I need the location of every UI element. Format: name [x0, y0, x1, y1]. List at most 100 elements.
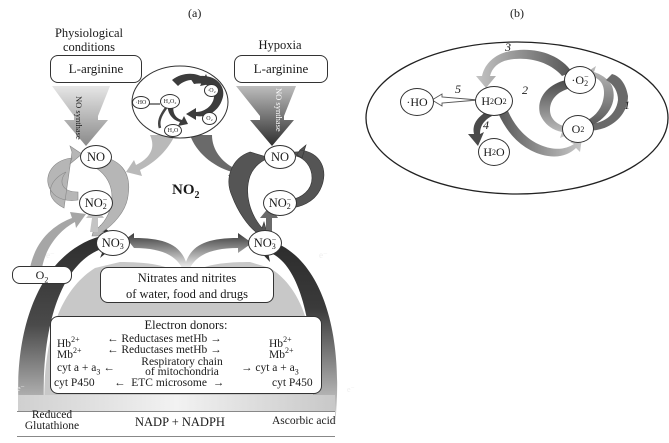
- o-radical-text: ·O: [571, 72, 585, 87]
- arrow-right: →: [210, 333, 222, 345]
- of-mitochondria: of mitochondria: [145, 366, 219, 378]
- hb-reductase: Reductases metHb: [121, 333, 208, 345]
- donor-row-hb-left: Hb2+: [57, 334, 80, 350]
- step-label-1: 1: [624, 98, 630, 112]
- right-no-node: NO: [264, 145, 296, 169]
- o-text: O: [496, 144, 505, 159]
- h2-sub: 2: [492, 147, 496, 157]
- panel-a-label: (a): [188, 6, 202, 20]
- inset-h2o-node: H₂O: [164, 124, 182, 137]
- heading-line-2: conditions: [62, 40, 116, 54]
- o-text: O: [571, 121, 581, 136]
- donor-row-mb-left: Mb2+: [57, 345, 82, 361]
- step-label-4: 4: [483, 118, 489, 132]
- no3-charge: −: [119, 235, 125, 244]
- respiratory-chain: Respiratory chain: [141, 356, 223, 368]
- o-text: O: [494, 93, 503, 108]
- no2-text: NO: [268, 195, 287, 210]
- arrow-left: ←: [114, 377, 126, 389]
- left-no3-node: NO−3: [96, 230, 130, 256]
- inset-to-right-arrow: [190, 135, 244, 176]
- inset-h2o2-node: H₂O₂: [160, 94, 180, 109]
- hb-left-charge: 2+: [71, 335, 80, 344]
- donor-row-cyt-right: → cyt a + a3: [241, 362, 299, 377]
- no3-charge: −: [271, 235, 277, 244]
- electron-donors-box: Electron donors:: [50, 316, 322, 394]
- inset-h2o2-to-h2o-arrow: [158, 107, 168, 129]
- step-label-2: 2: [522, 83, 528, 97]
- right-upper-electron-label: e⁻: [319, 250, 328, 260]
- mb-right: Mb: [269, 348, 285, 361]
- donor-row-p450-right: cyt P450: [272, 377, 313, 389]
- o2-subscript: 2: [44, 275, 49, 285]
- cyt-right-sub: 3: [294, 367, 299, 377]
- hb-left: Hb: [57, 337, 72, 350]
- no3-text: NO: [101, 235, 120, 250]
- arrow-3: [476, 49, 572, 88]
- no2-charge: −: [102, 195, 108, 204]
- o2-sub: 2: [502, 96, 507, 106]
- right-lower-electron-label: e⁻: [347, 385, 355, 394]
- right-no-synthase-arrow: [236, 86, 296, 146]
- nitrates-to-no3-arrows: [120, 233, 252, 268]
- hb-right-charge: 2+: [283, 335, 292, 344]
- heading-line-1: Physiological: [54, 26, 124, 40]
- right-no-synthase-label: NO synthase: [274, 88, 284, 132]
- h-text: H: [483, 144, 492, 159]
- inset-to-left-arrow: [126, 135, 175, 176]
- inset-o2-radical-node: ·O₂: [204, 84, 219, 97]
- inset-o2-node: O₂: [202, 112, 217, 125]
- arrow-left: ←: [107, 333, 119, 345]
- left-no-synthase-label: NO synthase: [74, 96, 84, 140]
- no3-subscript: 3: [119, 242, 124, 251]
- b-hydroxyl-radical-node: ·HO: [400, 88, 434, 116]
- panel-b-label: (b): [510, 6, 524, 20]
- center-no2-subscript: 2: [194, 190, 200, 201]
- donor-row-hb-mid: ← Reductases metHb →: [107, 333, 222, 345]
- right-l-arginine-box: L-arginine: [234, 55, 328, 83]
- inset-ho-node: ·HO: [132, 96, 150, 109]
- cyt-right: cyt a + a: [255, 362, 295, 374]
- step-label-3: 3: [505, 40, 511, 54]
- b-superoxide-node: ·O−2: [564, 66, 596, 94]
- donor-row-p450-mid: ← ETC microsome →: [114, 377, 225, 389]
- superoxide-charge: −: [584, 72, 589, 81]
- donor-row-mb-mid: ← Reductases metHb →: [107, 344, 222, 356]
- ascorbic-acid-label: Ascorbic acid: [272, 415, 336, 427]
- nitrates-nitrites-box: Nitrates and nitrites of water, food and…: [100, 267, 274, 303]
- donor-row-hb-right: Hb2+: [269, 334, 292, 350]
- glutathione-text: Glutathione: [24, 420, 80, 432]
- arrow-right: →: [212, 377, 225, 389]
- left-upper-electron-label: e⁻: [46, 250, 55, 260]
- left-cycle-arrows: [47, 145, 130, 237]
- arrow-4: [468, 112, 492, 146]
- o2-sub: 2: [580, 124, 585, 134]
- donor-row-p450-left: cyt P450: [54, 377, 95, 389]
- donor-row-cyt-left: cyt a + a3 ←: [57, 362, 115, 377]
- arrow-left: ←: [103, 362, 115, 374]
- right-no2-node: NO−2: [263, 190, 297, 216]
- arrow-right: →: [210, 344, 222, 356]
- nadp-nadph-label: NADP + NADPH: [135, 415, 225, 429]
- mb-left-charge: 2+: [72, 346, 82, 355]
- electron-donors-title: Electron donors:: [144, 318, 228, 332]
- cyt-left: cyt a + a: [57, 362, 97, 374]
- no2-subscript: 2: [286, 202, 291, 211]
- left-o2-electron-arrow: [30, 212, 86, 268]
- bottom-gradient-strip: [18, 395, 335, 411]
- right-no3-node: NO−3: [248, 230, 282, 256]
- arrow-right: →: [241, 362, 253, 374]
- left-l-arginine-box: L-arginine: [50, 55, 142, 83]
- etc-microsome: ETC microsome: [131, 377, 207, 389]
- left-no-synthase-arrow: [52, 86, 110, 146]
- left-no2-node: NO−2: [79, 190, 113, 216]
- hypoxia-heading: Hypoxia: [258, 38, 302, 52]
- o2-text: O: [35, 268, 45, 282]
- panel-b-ellipse: [365, 41, 669, 195]
- left-no-node: NO: [80, 145, 112, 169]
- center-no2-text: NO: [172, 182, 195, 198]
